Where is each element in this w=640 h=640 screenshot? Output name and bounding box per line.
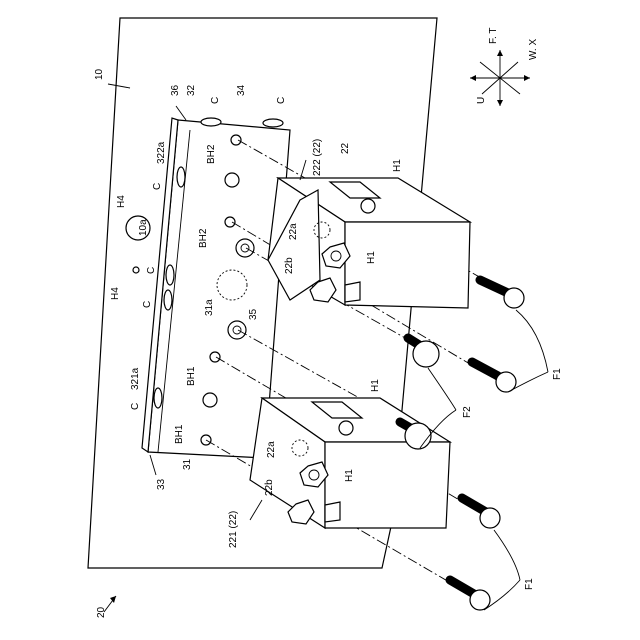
bolt-f1-3 bbox=[462, 498, 500, 528]
valve-221-clip bbox=[325, 502, 340, 522]
port-322a bbox=[225, 173, 239, 187]
label-322a: 322a bbox=[156, 141, 167, 164]
label-35: 35 bbox=[248, 308, 259, 320]
label-221: 221 (22) bbox=[228, 511, 239, 548]
valve-222-side bbox=[345, 222, 470, 308]
label-bh2-top: BH2 bbox=[206, 144, 217, 164]
label-f1-bottom: F1 bbox=[524, 578, 535, 590]
label-33: 33 bbox=[156, 478, 167, 490]
bolt-f1-4 bbox=[450, 580, 490, 610]
label-321a: 321a bbox=[130, 367, 141, 390]
label-axis-wx: W. X bbox=[528, 39, 539, 60]
label-f2: F2 bbox=[462, 406, 473, 418]
label-31a: 31a bbox=[204, 299, 215, 316]
label-h1-3: H1 bbox=[370, 379, 381, 392]
label-h4-top: H4 bbox=[116, 195, 127, 208]
valve-222-h1-hole bbox=[361, 199, 375, 213]
fig-arrow-head bbox=[110, 596, 116, 603]
leader-f2 bbox=[428, 368, 456, 410]
label-32: 32 bbox=[186, 84, 197, 96]
label-22a-top: 22a bbox=[288, 223, 299, 240]
label-22b-top: 22b bbox=[284, 257, 295, 274]
label-c-top-2: C bbox=[276, 97, 287, 104]
cap-c-top-1 bbox=[201, 118, 221, 126]
leader-f1-bottom-a bbox=[494, 530, 520, 580]
cap-c-side-1 bbox=[177, 167, 185, 187]
label-fig-20: 20 bbox=[96, 606, 107, 618]
label-bh1-bottom: BH1 bbox=[174, 424, 185, 444]
label-22: 22 bbox=[340, 142, 351, 154]
port-large-lower bbox=[228, 321, 246, 339]
label-22a-bottom: 22a bbox=[266, 441, 277, 458]
cap-c-side-4 bbox=[154, 388, 162, 408]
bh2-hole-mid bbox=[225, 217, 235, 227]
label-10a: 10a bbox=[138, 219, 149, 236]
label-c-2: C bbox=[146, 267, 157, 274]
leader-f1-top bbox=[516, 310, 548, 372]
label-c-4: C bbox=[130, 403, 141, 410]
valve-221-h1-hole bbox=[339, 421, 353, 435]
label-bh1-mid: BH1 bbox=[186, 366, 197, 386]
label-h1-4: H1 bbox=[344, 469, 355, 482]
port-321a bbox=[203, 393, 217, 407]
label-31: 31 bbox=[182, 458, 193, 470]
label-f1-top: F1 bbox=[552, 368, 563, 380]
label-222: 222 (22) bbox=[312, 139, 323, 176]
cap-c-side-2 bbox=[166, 265, 174, 285]
label-axis-u: U bbox=[476, 97, 487, 104]
label-h1-1: H1 bbox=[392, 159, 403, 172]
cap-c-side-3 bbox=[164, 290, 172, 310]
bh1-hole-mid bbox=[210, 352, 220, 362]
plate-hole-small bbox=[133, 267, 139, 273]
bh2-hole-top bbox=[231, 135, 241, 145]
valve-222-clip bbox=[345, 282, 360, 302]
leader-f1-bottom-b bbox=[484, 580, 520, 610]
label-c-1: C bbox=[152, 183, 163, 190]
port-large-upper bbox=[236, 239, 254, 257]
cap-c-top-2 bbox=[263, 119, 283, 127]
label-axis-ft: F. T bbox=[488, 28, 499, 44]
label-h1-2: H1 bbox=[366, 251, 377, 264]
bolt-f1-2 bbox=[472, 362, 516, 392]
label-h4-bottom: H4 bbox=[110, 287, 121, 300]
label-36: 36 bbox=[170, 84, 181, 96]
label-c-3: C bbox=[142, 301, 153, 308]
label-c-top-1: C bbox=[210, 97, 221, 104]
label-bh2-mid: BH2 bbox=[198, 228, 209, 248]
label-34: 34 bbox=[236, 84, 247, 96]
valve-221-side bbox=[325, 442, 450, 528]
label-10: 10 bbox=[94, 68, 105, 80]
label-22b-bottom: 22b bbox=[264, 479, 275, 496]
bolt-f1-1 bbox=[480, 280, 524, 308]
